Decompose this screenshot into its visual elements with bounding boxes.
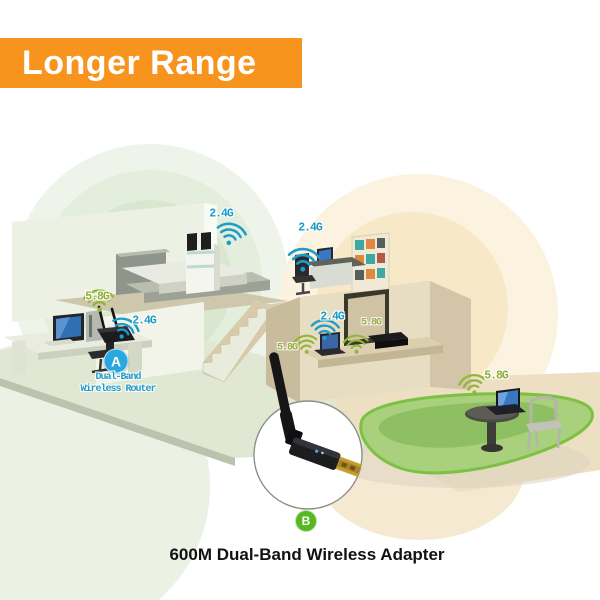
signal-label-living-5g-laptop: 5.8G (276, 342, 298, 354)
usb-adapter-product (253, 352, 363, 510)
usb-device-living (368, 332, 408, 349)
wifi-signal-icon (103, 308, 146, 349)
signal-label-outdoor: 5.8G (484, 369, 509, 383)
product-caption: 600M Dual-Band Wireless Adapter (169, 545, 445, 564)
router-label-line2: Wireless Router (80, 384, 156, 395)
signal-label-living-2g: 2.4G (320, 310, 345, 324)
adapter-body (285, 428, 362, 477)
office-chair (292, 253, 316, 296)
wifi-signal-icon (340, 329, 372, 359)
signal-label-office: 2.4G (298, 221, 323, 235)
signal-label-bedroom: 2.4G (209, 207, 234, 221)
signal-label-router-2g: 2.4G (132, 314, 157, 328)
wifi-signal-icon (283, 240, 324, 279)
router-label: Dual-Band Wireless Router (80, 372, 156, 396)
shelf-unit (186, 232, 220, 294)
wifi-signal-icon (210, 214, 253, 255)
living-room (303, 289, 443, 368)
outdoor-laptop (486, 388, 526, 415)
wifi-signal-icon (288, 327, 323, 361)
headline-text: Longer Range (22, 43, 257, 82)
outdoor-chair (526, 395, 562, 453)
desk-scene (4, 305, 152, 378)
office-desk (306, 247, 366, 289)
router-label-line1: Dual-Band (95, 372, 141, 383)
router-badge-a: A (103, 348, 129, 374)
headline-banner: Longer Range (0, 38, 302, 88)
desktop-computer (44, 310, 102, 346)
tv (344, 289, 389, 346)
signal-label-router-5g: 5.8G (85, 290, 110, 304)
adapter-badge-b: B (295, 510, 317, 532)
speaker-right (201, 232, 211, 250)
wifi-signal-icon (80, 283, 118, 318)
garden (330, 388, 594, 488)
wifi-signal-icon (453, 366, 491, 403)
speaker-left (187, 233, 197, 251)
wifi-signal-icon (307, 313, 343, 346)
signal-label-living-5g-adapter: 5.8G (360, 317, 382, 329)
